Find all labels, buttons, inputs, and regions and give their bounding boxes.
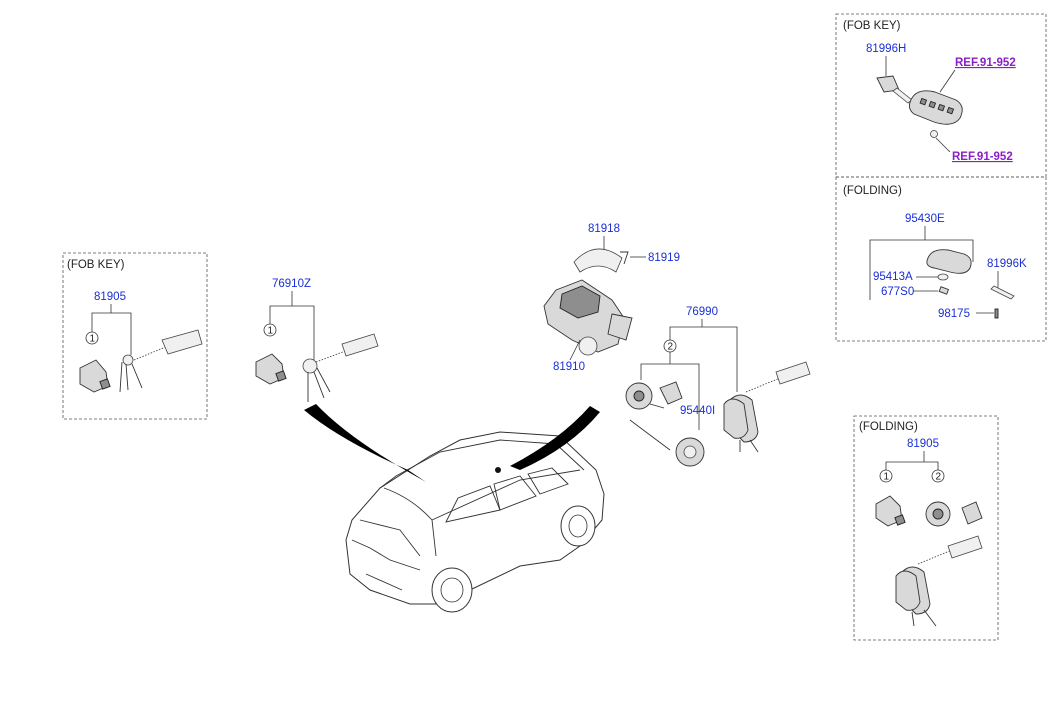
lock-cylinder-mid (255, 353, 287, 385)
keys-mid (302, 333, 379, 402)
callout-2-bottom-text: 2 (936, 472, 942, 483)
lock-cylinder-left (79, 359, 111, 393)
ignition-cylinder-bottom (925, 501, 983, 527)
ref-91-952-b[interactable]: REF.91-952 (952, 151, 1013, 163)
callout-1-bottom (879, 469, 893, 483)
ref-91-952-a[interactable]: REF.91-952 (955, 57, 1016, 69)
part-76910Z[interactable]: 76910Z (272, 278, 311, 290)
emergency-key-blade (876, 75, 913, 104)
key-tag-mid (341, 333, 379, 357)
folding-keys-bottom (895, 535, 983, 627)
clip-icon (938, 286, 950, 295)
part-81905-bottom[interactable]: 81905 (907, 438, 939, 450)
callout-1-bottom-text: 1 (884, 472, 890, 483)
battery-icon (930, 130, 938, 138)
lock-cylinder-bottom (875, 495, 906, 527)
vehicle-outline (345, 431, 605, 613)
part-95440I[interactable]: 95440I (680, 405, 715, 417)
immobilizer-coil (629, 419, 705, 467)
part-95430E[interactable]: 95430E (905, 213, 945, 225)
steering-column-shroud (573, 248, 623, 273)
keys-left (119, 329, 203, 393)
key-tag-left (161, 329, 203, 355)
callout-1-left-text: 1 (90, 334, 96, 345)
folding-top-box (835, 176, 1047, 342)
callout-2-mid-text: 2 (668, 342, 674, 353)
folding-bottom-box (853, 415, 999, 641)
pin-icon (994, 308, 999, 319)
part-95413A[interactable]: 95413A (873, 271, 913, 283)
part-81996K[interactable]: 81996K (987, 258, 1027, 270)
ignition-lock-body (543, 279, 633, 356)
part-81996H[interactable]: 81996H (866, 43, 906, 55)
callout-1-mid-text: 1 (268, 326, 274, 337)
callout-2-bottom (931, 469, 945, 483)
part-81905-left[interactable]: 81905 (94, 291, 126, 303)
folding-key-blade (990, 285, 1015, 300)
screw-icon (620, 251, 629, 265)
part-76990[interactable]: 76990 (686, 306, 718, 318)
callout-1-left (85, 331, 99, 345)
fob-key-top-caption: (FOB KEY) (843, 20, 901, 32)
fob-key-left-box (62, 252, 208, 420)
folding-key-fob (926, 249, 972, 274)
callout-1-mid (263, 323, 277, 337)
part-677S0[interactable]: 677S0 (881, 286, 914, 298)
arrow-to-door-lock (304, 404, 426, 482)
ignition-location-marker (495, 467, 501, 473)
folding-keys-76990 (723, 361, 811, 453)
ignition-cylinder-2 (625, 381, 683, 410)
part-81918[interactable]: 81918 (588, 223, 620, 235)
part-98175[interactable]: 98175 (938, 308, 970, 320)
folding-top-caption: (FOLDING) (843, 185, 902, 197)
smart-key-fob (909, 90, 963, 125)
part-81910[interactable]: 81910 (553, 361, 585, 373)
part-81919[interactable]: 81919 (648, 252, 680, 264)
arrow-to-ignition (510, 406, 600, 470)
fob-key-left-caption: (FOB KEY) (67, 259, 125, 271)
folding-bottom-caption: (FOLDING) (859, 421, 918, 433)
battery-cover-icon (937, 273, 949, 281)
